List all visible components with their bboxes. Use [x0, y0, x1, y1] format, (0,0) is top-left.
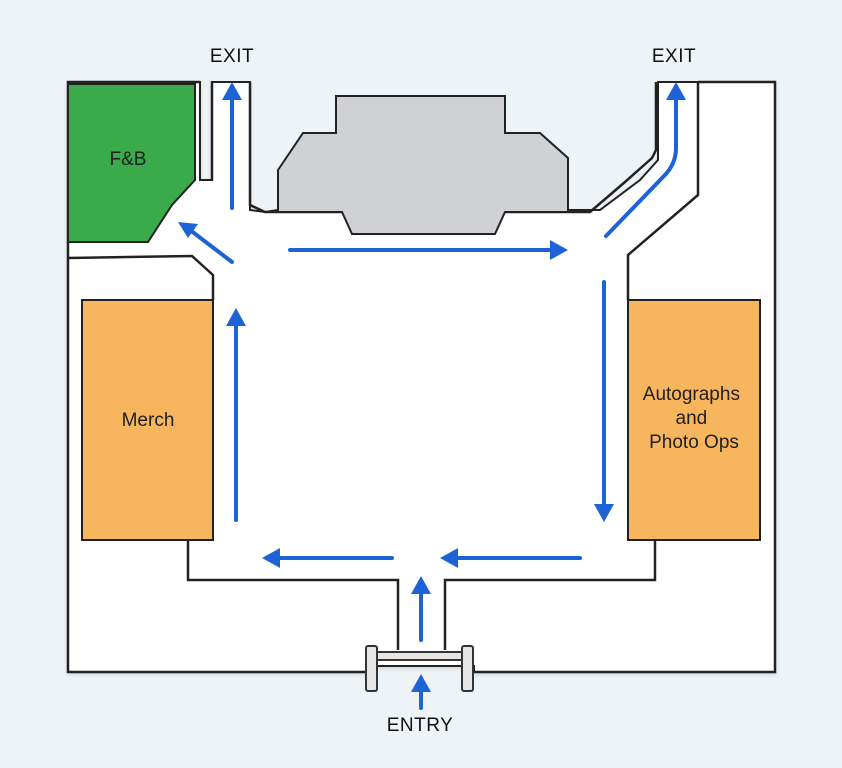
bottom-left-inner-wall	[186, 540, 400, 650]
arrow-icon	[411, 576, 431, 642]
fnb-label: F&B	[110, 149, 147, 170]
autographs-label-line-1: Autographs	[643, 384, 740, 405]
arrow-icon	[604, 82, 686, 238]
gate-post-right	[461, 645, 474, 692]
merch-zone	[81, 299, 214, 541]
exit-right-label: EXIT	[652, 46, 696, 67]
arrow-icon	[594, 280, 614, 522]
gate-icon	[365, 645, 474, 692]
arrow-icon	[178, 222, 234, 264]
arrow-icon	[440, 548, 582, 568]
left-inner-wall	[67, 254, 215, 300]
gate-bar	[376, 651, 463, 661]
flow-arrows	[178, 82, 686, 710]
autographs-label: Autographs and Photo Ops	[643, 384, 745, 453]
autographs-label-line-3: Photo Ops	[649, 432, 739, 453]
autographs-label-line-2: and	[676, 408, 708, 429]
arrow-icon	[226, 308, 246, 522]
arrow-icon	[262, 548, 394, 568]
fnb-zone	[67, 83, 196, 243]
stage-shape	[277, 95, 569, 235]
stage-enclosure-wall	[248, 82, 658, 214]
bottom-right-inner-wall	[443, 540, 657, 650]
autographs-zone	[627, 299, 761, 541]
exit-left-label: EXIT	[210, 46, 254, 67]
venue-outer-wall	[66, 80, 777, 674]
arrow-icon	[222, 82, 242, 210]
arrow-icon	[288, 240, 568, 260]
entry-label: ENTRY	[387, 715, 454, 736]
merch-label: Merch	[122, 410, 175, 431]
right-exit-corridor-wall	[626, 82, 700, 300]
gate-post-left	[365, 645, 378, 692]
arrow-icon	[411, 674, 431, 710]
